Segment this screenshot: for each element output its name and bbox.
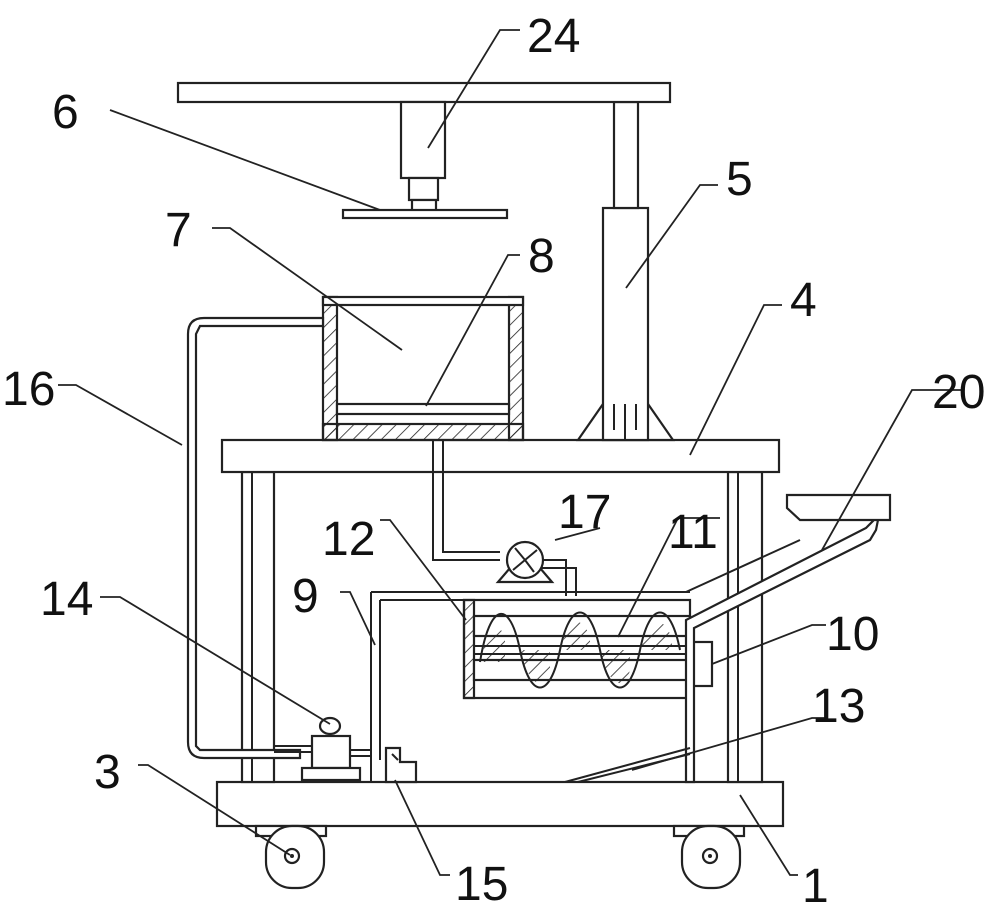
right-wheel [672, 824, 746, 890]
label-12: 12 [322, 513, 375, 566]
left-wheel [254, 824, 328, 890]
label-6: 6 [52, 86, 79, 139]
label-20: 20 [932, 366, 985, 419]
label-4: 4 [790, 274, 817, 327]
label-8: 8 [528, 230, 555, 283]
label-9: 9 [292, 570, 319, 623]
label-15: 15 [455, 858, 508, 911]
label-11: 11 [668, 506, 718, 559]
lifting-column [575, 100, 676, 442]
label-24: 24 [527, 10, 580, 63]
right-leg [726, 470, 764, 784]
label-10: 10 [826, 608, 879, 661]
label-13: 13 [812, 680, 865, 733]
label-1: 1 [802, 860, 829, 913]
label-3: 3 [94, 746, 121, 799]
feed-hopper [684, 493, 892, 784]
leader-lines [58, 29, 962, 876]
press-cylinder [399, 100, 447, 214]
valve [274, 716, 371, 782]
label-17: 17 [558, 486, 611, 539]
base-plate [215, 780, 785, 828]
press-plate [341, 208, 509, 220]
filter [384, 746, 418, 784]
pump [495, 540, 555, 584]
label-14: 14 [40, 573, 93, 626]
left-leg [240, 470, 276, 784]
screw-conveyor [462, 598, 692, 700]
inclined-plate [564, 747, 691, 783]
label-7: 7 [165, 204, 192, 257]
label-5: 5 [726, 153, 753, 206]
return-pipe [186, 316, 325, 760]
container-box [321, 295, 525, 442]
top-beam [176, 81, 672, 104]
label-16: 16 [2, 363, 55, 416]
